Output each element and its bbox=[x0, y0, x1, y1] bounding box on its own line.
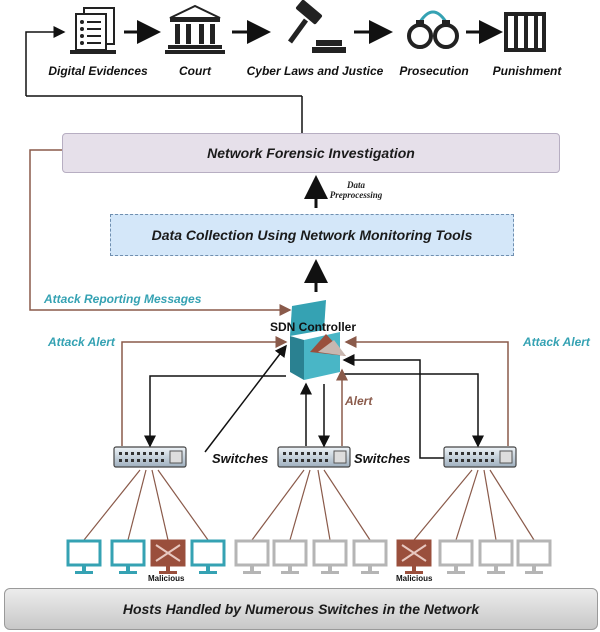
stage-label-cyber-laws: Cyber Laws and Justice bbox=[246, 64, 384, 78]
host-monitor-icon bbox=[516, 539, 552, 574]
attack-reporting-line bbox=[29, 149, 292, 316]
stage-label-digital-evidences: Digital Evidences bbox=[48, 64, 148, 78]
host-monitor-icon bbox=[312, 539, 348, 574]
malicious-label-2: Malicious bbox=[396, 574, 433, 583]
control-link-left bbox=[144, 375, 286, 448]
switch-right bbox=[443, 446, 517, 468]
host-monitor-icon bbox=[438, 539, 474, 574]
switch-left bbox=[113, 446, 187, 468]
hosts-footer-box: Hosts Handled by Numerous Switches in th… bbox=[4, 588, 598, 630]
data-collection-box: Data Collection Using Network Monitoring… bbox=[110, 214, 514, 256]
control-link-right bbox=[340, 373, 484, 448]
control-link-left-up bbox=[204, 344, 287, 453]
host-monitor-icon bbox=[190, 539, 226, 574]
host-monitor-icon bbox=[352, 539, 388, 574]
document-checklist-icon bbox=[70, 7, 116, 54]
host-monitor-icon bbox=[272, 539, 308, 574]
evidence-loop-arrow bbox=[25, 26, 66, 96]
stage-label-prosecution: Prosecution bbox=[399, 64, 469, 78]
hosts-group bbox=[66, 539, 552, 574]
switch-middle bbox=[277, 446, 351, 468]
network-forensic-box: Network Forensic Investigation bbox=[62, 133, 560, 173]
sdn-controller-icon bbox=[290, 300, 346, 380]
attack-alert-right-line bbox=[344, 336, 509, 446]
host-monitor-icon bbox=[234, 539, 270, 574]
malicious-label-1: Malicious bbox=[148, 574, 185, 583]
courthouse-icon bbox=[165, 4, 225, 54]
attack-reporting-label: Attack Reporting Messages bbox=[44, 292, 202, 306]
handcuffs-icon bbox=[407, 10, 459, 49]
switches-label-right: Switches bbox=[354, 451, 411, 466]
host-monitor-icon bbox=[66, 539, 102, 574]
attack-alert-left-label: Attack Alert bbox=[48, 335, 115, 349]
malicious-host-icon bbox=[150, 539, 186, 574]
attack-alert-left-line bbox=[121, 336, 288, 446]
gavel-icon bbox=[287, 0, 346, 53]
data-preprocessing-label: Data Preprocessing bbox=[329, 180, 383, 200]
host-monitor-icon bbox=[110, 539, 146, 574]
host-monitor-icon bbox=[478, 539, 514, 574]
malicious-host-icon bbox=[396, 539, 432, 574]
jail-bars-icon bbox=[504, 12, 546, 52]
sdn-controller-label: SDN Controller bbox=[270, 320, 357, 334]
attack-alert-right-label: Attack Alert bbox=[523, 335, 590, 349]
stage-label-court: Court bbox=[179, 64, 211, 78]
stage-label-punishment: Punishment bbox=[492, 64, 562, 78]
alert-label: Alert bbox=[345, 394, 373, 408]
control-link-right-up bbox=[342, 354, 444, 459]
host-links bbox=[83, 469, 535, 541]
switches-label-left: Switches bbox=[212, 451, 269, 466]
